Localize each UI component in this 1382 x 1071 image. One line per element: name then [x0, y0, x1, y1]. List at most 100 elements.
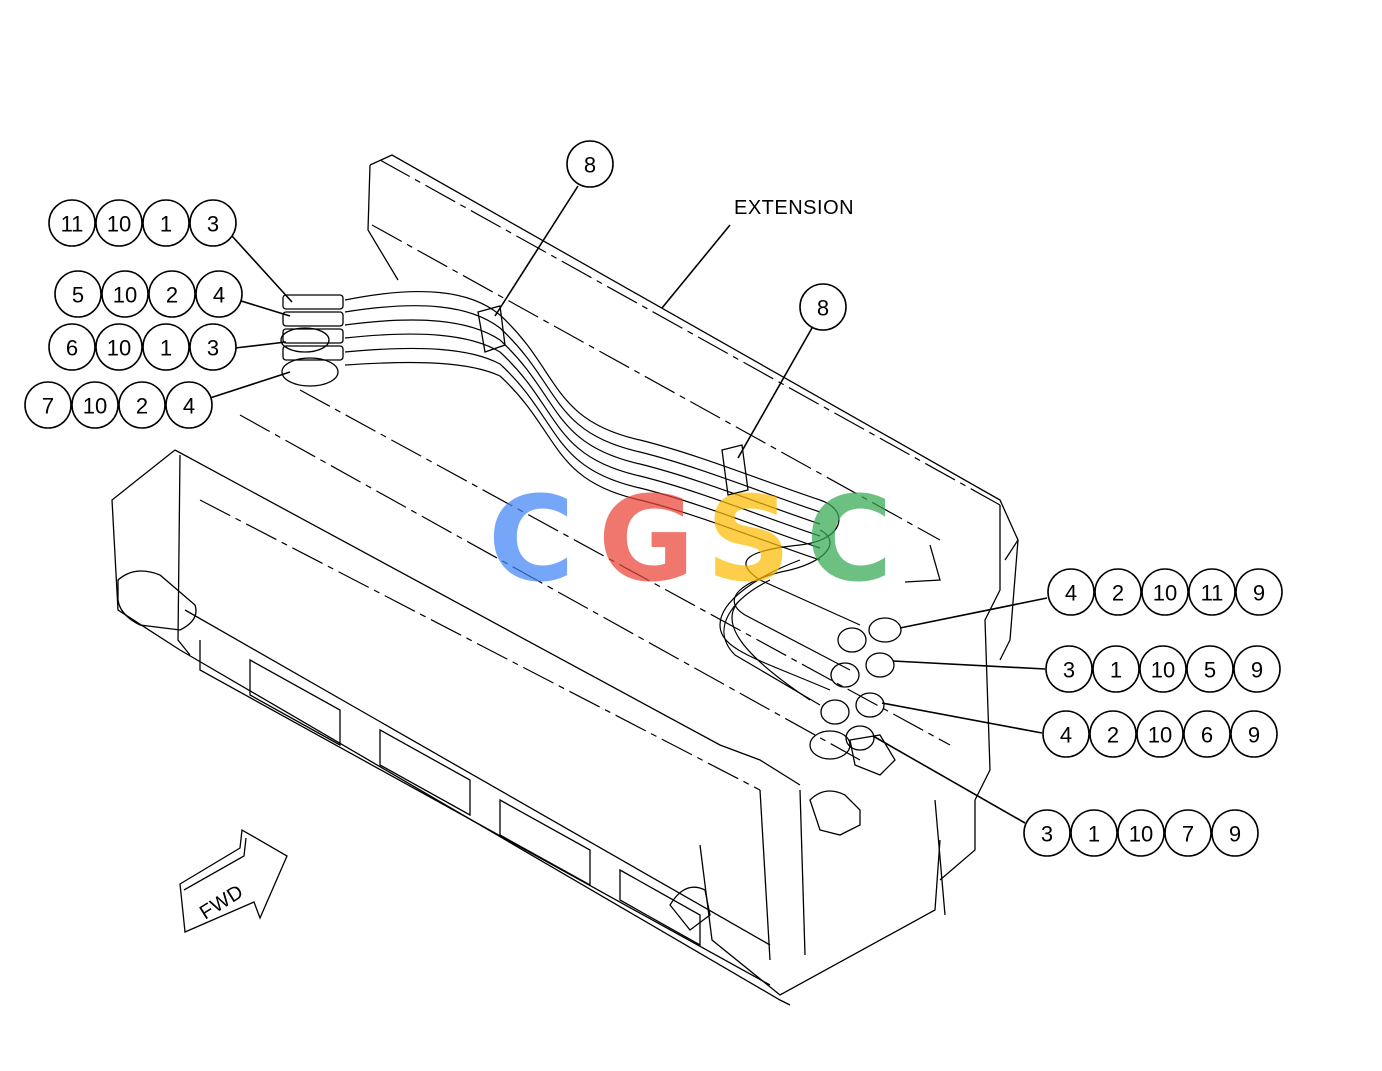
callout-row-right-row-3: 4 2 10 6 9: [1042, 710, 1278, 758]
callout-bubble: 10: [1141, 568, 1189, 616]
callout-number: 2: [136, 394, 148, 419]
callout-bubble: 10: [1139, 645, 1187, 693]
callout-number: 9: [1253, 581, 1265, 606]
callout-bubble: 2: [1089, 710, 1137, 758]
callout-number: 4: [213, 283, 225, 308]
callout-number: 5: [1204, 658, 1216, 683]
callout-bubble: 2: [1094, 568, 1142, 616]
callout-number: 9: [1229, 822, 1241, 847]
callout-bubble: 10: [101, 270, 149, 318]
callout-number: 10: [1148, 723, 1172, 748]
callout-number: 11: [1201, 581, 1224, 606]
callout-row-left-row-4: 7 10 2 4: [24, 381, 213, 429]
callout-number: 4: [1060, 723, 1072, 748]
callout-row-clamp-mid: 8: [799, 283, 847, 331]
callout-number: 3: [207, 336, 219, 361]
callout-bubble: 4: [1047, 568, 1095, 616]
callout-bubble: 10: [71, 381, 119, 429]
callout-row-left-row-3: 6 10 1 3: [48, 323, 237, 371]
callout-number: 2: [166, 283, 178, 308]
callout-bubbles: 11 10 1 3 5 10 2 4 6 10 1 3 7 10 2 4 8 8 4 2 10 11 9 3 1 10 5 9 4 2 10…: [24, 140, 1283, 857]
callout-number: 4: [183, 394, 195, 419]
callout-row-right-row-4: 3 1 10 7 9: [1023, 809, 1259, 857]
cgsc-watermark: C G S C: [488, 470, 893, 608]
callout-bubble: 4: [1042, 710, 1090, 758]
callout-bubble: 11: [48, 199, 96, 247]
callout-bubble: 10: [95, 199, 143, 247]
callout-bubble: 6: [1183, 710, 1231, 758]
callout-bubble: 4: [195, 270, 243, 318]
hose-bundle: [344, 290, 861, 706]
callout-number: 10: [1151, 658, 1175, 683]
main-frame-body: [111, 389, 976, 1006]
callout-bubble: 7: [1164, 809, 1212, 857]
callout-bubble: 3: [189, 323, 237, 371]
left-fittings: [280, 294, 344, 387]
callout-bubble: 10: [1136, 710, 1184, 758]
callout-bubble: 10: [95, 323, 143, 371]
extension-outline: [367, 154, 1019, 801]
callout-number: 9: [1251, 658, 1263, 683]
right-fittings: [809, 617, 902, 760]
callout-bubble: 2: [118, 381, 166, 429]
callout-bubble: 5: [54, 270, 102, 318]
callout-number: 6: [1201, 723, 1213, 748]
callout-row-clamp-top: 8: [566, 140, 614, 188]
callout-bubble: 1: [142, 199, 190, 247]
callout-bubble: 1: [142, 323, 190, 371]
watermark-letter-c1: C: [488, 470, 575, 608]
watermark-letter-c2: C: [806, 470, 893, 608]
callout-bubble: 3: [189, 199, 237, 247]
callout-row-right-row-2: 3 1 10 5 9: [1045, 645, 1281, 693]
watermark-letter-s: S: [706, 470, 791, 608]
callout-bubble: 10: [1117, 809, 1165, 857]
callout-number: 10: [1129, 822, 1153, 847]
callout-number: 5: [72, 283, 84, 308]
callout-number: 1: [160, 336, 172, 361]
callout-bubble: 1: [1092, 645, 1140, 693]
callout-bubble: 9: [1233, 645, 1281, 693]
callout-bubble: 7: [24, 381, 72, 429]
callout-number: 1: [160, 212, 172, 237]
callout-number: 7: [42, 394, 54, 419]
hose-clamps: [477, 305, 749, 496]
callout-number: 9: [1248, 723, 1260, 748]
callout-number: 3: [1041, 822, 1053, 847]
callout-row-left-row-1: 11 10 1 3: [48, 199, 237, 247]
callout-bubble: 3: [1045, 645, 1093, 693]
callout-number: 11: [61, 212, 84, 237]
callout-number: 4: [1065, 581, 1077, 606]
callout-number: 10: [107, 212, 131, 237]
callout-number: 10: [1153, 581, 1177, 606]
callout-bubble: 8: [566, 140, 614, 188]
callout-number: 1: [1088, 822, 1100, 847]
callout-number: 3: [207, 212, 219, 237]
callout-bubble: 2: [148, 270, 196, 318]
callout-number: 3: [1063, 658, 1075, 683]
callout-bubble: 9: [1235, 568, 1283, 616]
callout-bubble: 8: [799, 283, 847, 331]
callout-number: 7: [1182, 822, 1194, 847]
callout-number: 2: [1112, 581, 1124, 606]
callout-row-left-row-2: 5 10 2 4: [54, 270, 243, 318]
callout-number: 10: [113, 283, 137, 308]
callout-number: 10: [83, 394, 107, 419]
callout-number: 8: [817, 296, 829, 321]
fwd-label: FWD: [196, 881, 248, 925]
callout-bubble: 4: [165, 381, 213, 429]
callout-row-right-row-1: 4 2 10 11 9: [1047, 568, 1283, 616]
callout-bubble: 3: [1023, 809, 1071, 857]
callout-bubble: 9: [1230, 710, 1278, 758]
callout-number: 10: [107, 336, 131, 361]
callout-number: 6: [66, 336, 78, 361]
watermark-letter-g: G: [598, 470, 695, 608]
callout-number: 8: [584, 153, 596, 178]
callout-number: 2: [1107, 723, 1119, 748]
callout-bubble: 11: [1188, 568, 1236, 616]
callout-bubble: 6: [48, 323, 96, 371]
callout-bubble: 5: [1186, 645, 1234, 693]
extension-label: EXTENSION: [734, 197, 854, 219]
callout-number: 1: [1110, 658, 1122, 683]
leader-lines: [209, 185, 1048, 824]
